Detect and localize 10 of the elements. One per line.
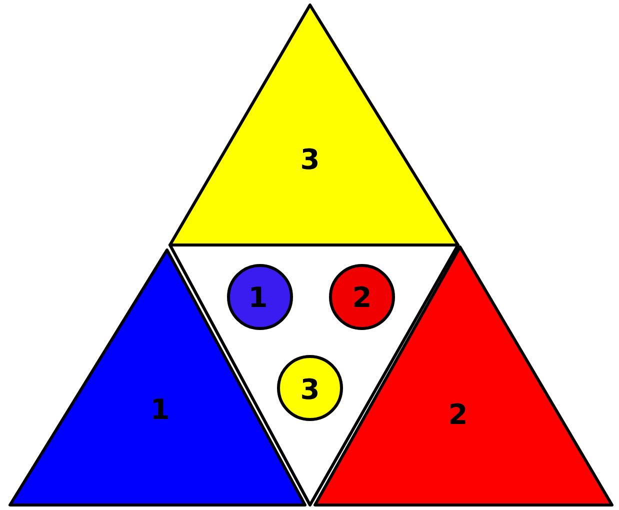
number-label: 2	[448, 401, 468, 429]
number-label: 2	[352, 284, 372, 312]
circle-marker	[329, 264, 395, 330]
number-label: 1	[150, 396, 170, 424]
circle-marker	[227, 264, 293, 330]
number-label: 1	[248, 284, 268, 312]
circle-marker	[277, 355, 343, 421]
triangle-segment	[170, 5, 458, 245]
number-label: 3	[300, 376, 320, 404]
number-label: 3	[300, 146, 320, 174]
